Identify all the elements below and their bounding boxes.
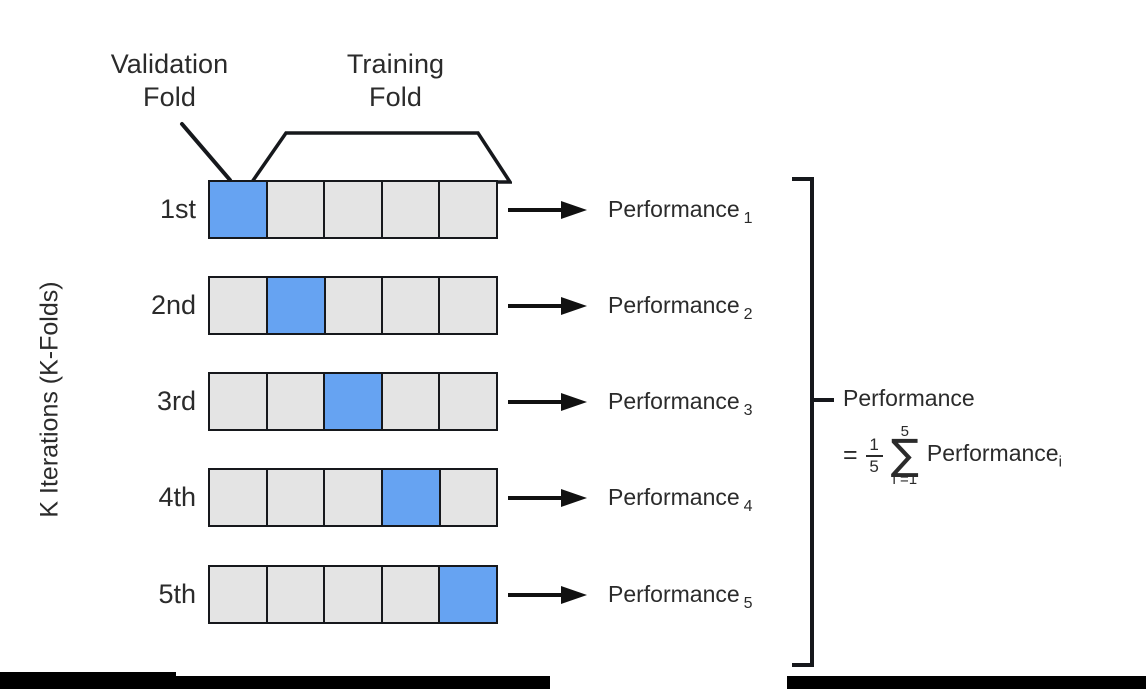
training-fold-cell bbox=[380, 565, 441, 624]
performance-arrow-icon bbox=[508, 201, 588, 219]
performance-text: Performance bbox=[608, 196, 740, 222]
formula-summand: Performancei bbox=[927, 440, 1062, 471]
performance-arrow-icon bbox=[508, 586, 588, 604]
performance-subscript: 5 bbox=[743, 594, 753, 612]
fraction-denominator: 5 bbox=[869, 456, 879, 476]
fold-row bbox=[208, 180, 498, 239]
bottom-black-bar-left bbox=[0, 672, 176, 689]
bottom-black-bar-right bbox=[787, 676, 1146, 689]
performance-text: Performance bbox=[608, 388, 740, 414]
validation-fold-cell bbox=[323, 372, 383, 431]
performance-subscript: 3 bbox=[743, 401, 753, 419]
training-fold-cell bbox=[380, 180, 441, 239]
k-iterations-axis-label: K Iterations (K-Folds) bbox=[35, 281, 64, 518]
validation-fold-cell bbox=[438, 565, 498, 624]
performance-arrow-icon bbox=[508, 489, 588, 507]
training-fold-cell bbox=[438, 276, 498, 335]
average-performance-formula: Performance = 1 5 5 ∑ i =1 Performancei bbox=[843, 385, 1062, 487]
training-fold-cell bbox=[323, 180, 383, 239]
validation-fold-leader-line bbox=[180, 122, 232, 182]
formula-equals-sign: = bbox=[843, 441, 858, 470]
formula-fraction: 1 5 bbox=[865, 434, 883, 476]
sum-lower-limit: i =1 bbox=[892, 471, 918, 489]
fold-row-label: 2nd bbox=[150, 290, 196, 320]
formula-result-label: Performance bbox=[843, 385, 975, 411]
fold-row-label: 3rd bbox=[156, 386, 196, 416]
fold-row-label: 1st bbox=[159, 194, 196, 224]
training-fold-cell bbox=[323, 468, 383, 527]
performance-subscript: 1 bbox=[743, 209, 753, 227]
performance-subscript: 2 bbox=[743, 305, 753, 323]
summand-subscript: i bbox=[1058, 453, 1062, 471]
training-fold-cell bbox=[438, 372, 498, 431]
performance-text: Performance bbox=[608, 292, 740, 318]
fold-row bbox=[208, 372, 498, 431]
validation-fold-title: Validation Fold bbox=[110, 49, 229, 112]
training-fold-bracket bbox=[250, 131, 512, 184]
training-fold-cell bbox=[208, 372, 268, 431]
training-fold-cell bbox=[438, 180, 498, 239]
performance-text: Performance bbox=[608, 581, 740, 607]
training-fold-cell bbox=[380, 372, 441, 431]
training-fold-cell bbox=[265, 180, 326, 239]
validation-fold-cell bbox=[208, 180, 268, 239]
training-fold-cell bbox=[208, 468, 268, 527]
training-fold-cell bbox=[208, 565, 268, 624]
summand-text: Performance bbox=[926, 440, 1059, 467]
training-fold-title: Training Fold bbox=[346, 49, 445, 112]
fold-row-label: 5th bbox=[158, 579, 196, 609]
training-fold-cell bbox=[265, 565, 326, 624]
bottom-black-bar-middle bbox=[176, 676, 550, 689]
fold-row bbox=[208, 565, 498, 624]
sum-upper-limit: 5 bbox=[900, 423, 909, 440]
fraction-numerator: 1 bbox=[869, 434, 879, 454]
performance-subscript: 4 bbox=[743, 497, 753, 515]
summation-operator: 5 ∑ i =1 bbox=[891, 424, 919, 487]
performance-text: Performance bbox=[608, 484, 740, 510]
fold-row bbox=[208, 468, 498, 527]
performance-arrow-icon bbox=[508, 297, 588, 315]
validation-fold-cell bbox=[265, 276, 326, 335]
fraction-bar bbox=[865, 454, 883, 457]
training-fold-cell bbox=[438, 468, 498, 527]
training-fold-cell bbox=[265, 372, 326, 431]
training-fold-cell bbox=[323, 565, 383, 624]
fold-row-label: 4th bbox=[158, 482, 196, 512]
aggregate-grouping-bracket bbox=[792, 177, 834, 667]
training-fold-cell bbox=[380, 276, 441, 335]
training-fold-cell bbox=[265, 468, 326, 527]
training-fold-cell bbox=[208, 276, 268, 335]
sigma-icon: ∑ bbox=[890, 430, 919, 479]
fold-row bbox=[208, 276, 498, 335]
validation-fold-cell bbox=[380, 468, 441, 527]
training-fold-cell bbox=[323, 276, 383, 335]
performance-arrow-icon bbox=[508, 393, 588, 411]
